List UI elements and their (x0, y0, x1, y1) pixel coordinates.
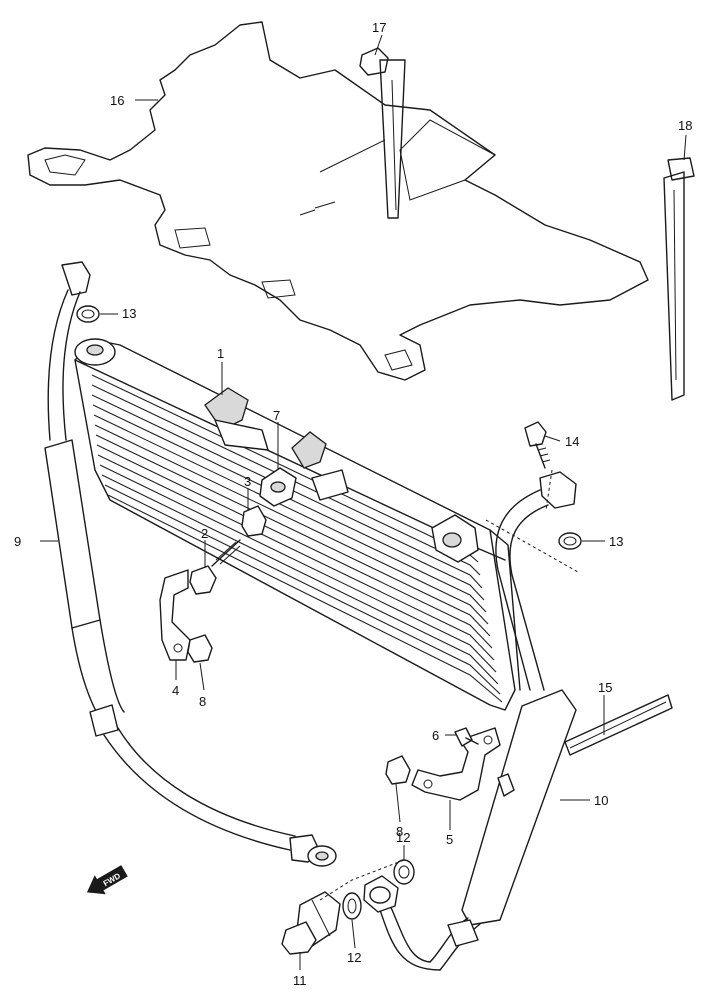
callout-9: 9 (14, 534, 21, 549)
washer-12-lower (342, 892, 362, 920)
callout-5: 5 (446, 832, 453, 847)
callout-14: 14 (565, 434, 579, 449)
bracket-5 (411, 727, 515, 801)
assembly-guide-lines (319, 469, 579, 901)
callout-17: 17 (372, 20, 386, 35)
oil-hose-9 (44, 261, 337, 867)
washer-12-upper (393, 859, 415, 885)
bolt-2 (189, 539, 241, 595)
cable-tie-18 (663, 157, 695, 401)
front-direction-arrow-icon: FWD (86, 865, 128, 895)
callout-12-upper: 12 (396, 830, 410, 845)
callout-18: 18 (678, 118, 692, 133)
bolt-14 (524, 421, 551, 469)
cover-plate-16 (27, 21, 649, 381)
callout-4: 4 (172, 683, 179, 698)
callout-1: 1 (217, 346, 224, 361)
bracket-4 (159, 569, 191, 661)
callout-3: 3 (244, 474, 251, 489)
callout-13-right: 13 (609, 534, 623, 549)
callout-8-right: 8 (396, 824, 403, 839)
o-ring-13-right (558, 532, 582, 550)
callout-8-left: 8 (199, 694, 206, 709)
callout-15: 15 (598, 680, 612, 695)
callout-6: 6 (432, 728, 439, 743)
union-bolt-11 (281, 891, 341, 955)
callout-11: 11 (293, 973, 307, 988)
band-clamp-17 (359, 47, 406, 219)
o-ring-13-left (76, 305, 100, 323)
callout-7: 7 (273, 408, 280, 423)
callout-13-left: 13 (122, 306, 136, 321)
nut-8-right (385, 755, 411, 785)
nut-8-left (187, 634, 213, 663)
callout-10: 10 (594, 793, 608, 808)
grommet-7 (259, 467, 297, 507)
leader-lines (40, 34, 687, 970)
oil-hose-10 (363, 471, 577, 971)
oil-cooler-core-1 (74, 338, 521, 711)
callout-12-lower: 12 (347, 950, 361, 965)
bolt-6 (454, 727, 479, 747)
band-15 (564, 694, 673, 756)
callout-16: 16 (110, 93, 124, 108)
spacer-3 (241, 505, 267, 537)
callout-2: 2 (201, 526, 208, 541)
